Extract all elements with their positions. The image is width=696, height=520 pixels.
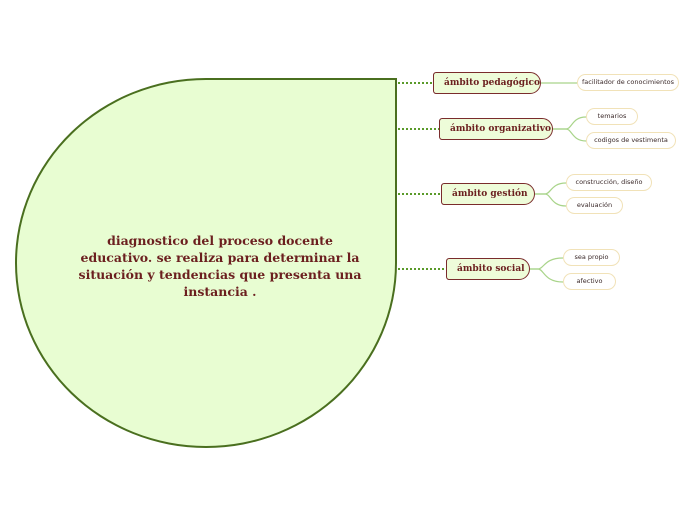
leaf-construccion-diseno[interactable]: construcción, diseño [566,174,652,191]
branch-ambito-organizativo[interactable]: ámbito organizativo [439,118,553,140]
leaf-sea-propio[interactable]: sea propio [563,249,620,266]
central-topic-text: diagnostico del proceso docente educativ… [78,233,362,299]
branch-ambito-gestion[interactable]: ámbito gestión [441,183,535,205]
leaf-codigos-de-vestimenta[interactable]: codigos de vestimenta [586,132,676,149]
branch-ambito-pedagogico[interactable]: ámbito pedagógico [433,72,541,94]
leaf-temarios[interactable]: temarios [586,108,638,125]
leaf-evaluacion[interactable]: evaluación [566,197,623,214]
central-topic-shape[interactable] [15,78,397,448]
leaf-afectivo[interactable]: afectivo [563,273,616,290]
leaf-facilitador-de-conocimientos[interactable]: facilitador de conocimientos [577,74,679,91]
branch-ambito-social[interactable]: ámbito social [446,258,530,280]
